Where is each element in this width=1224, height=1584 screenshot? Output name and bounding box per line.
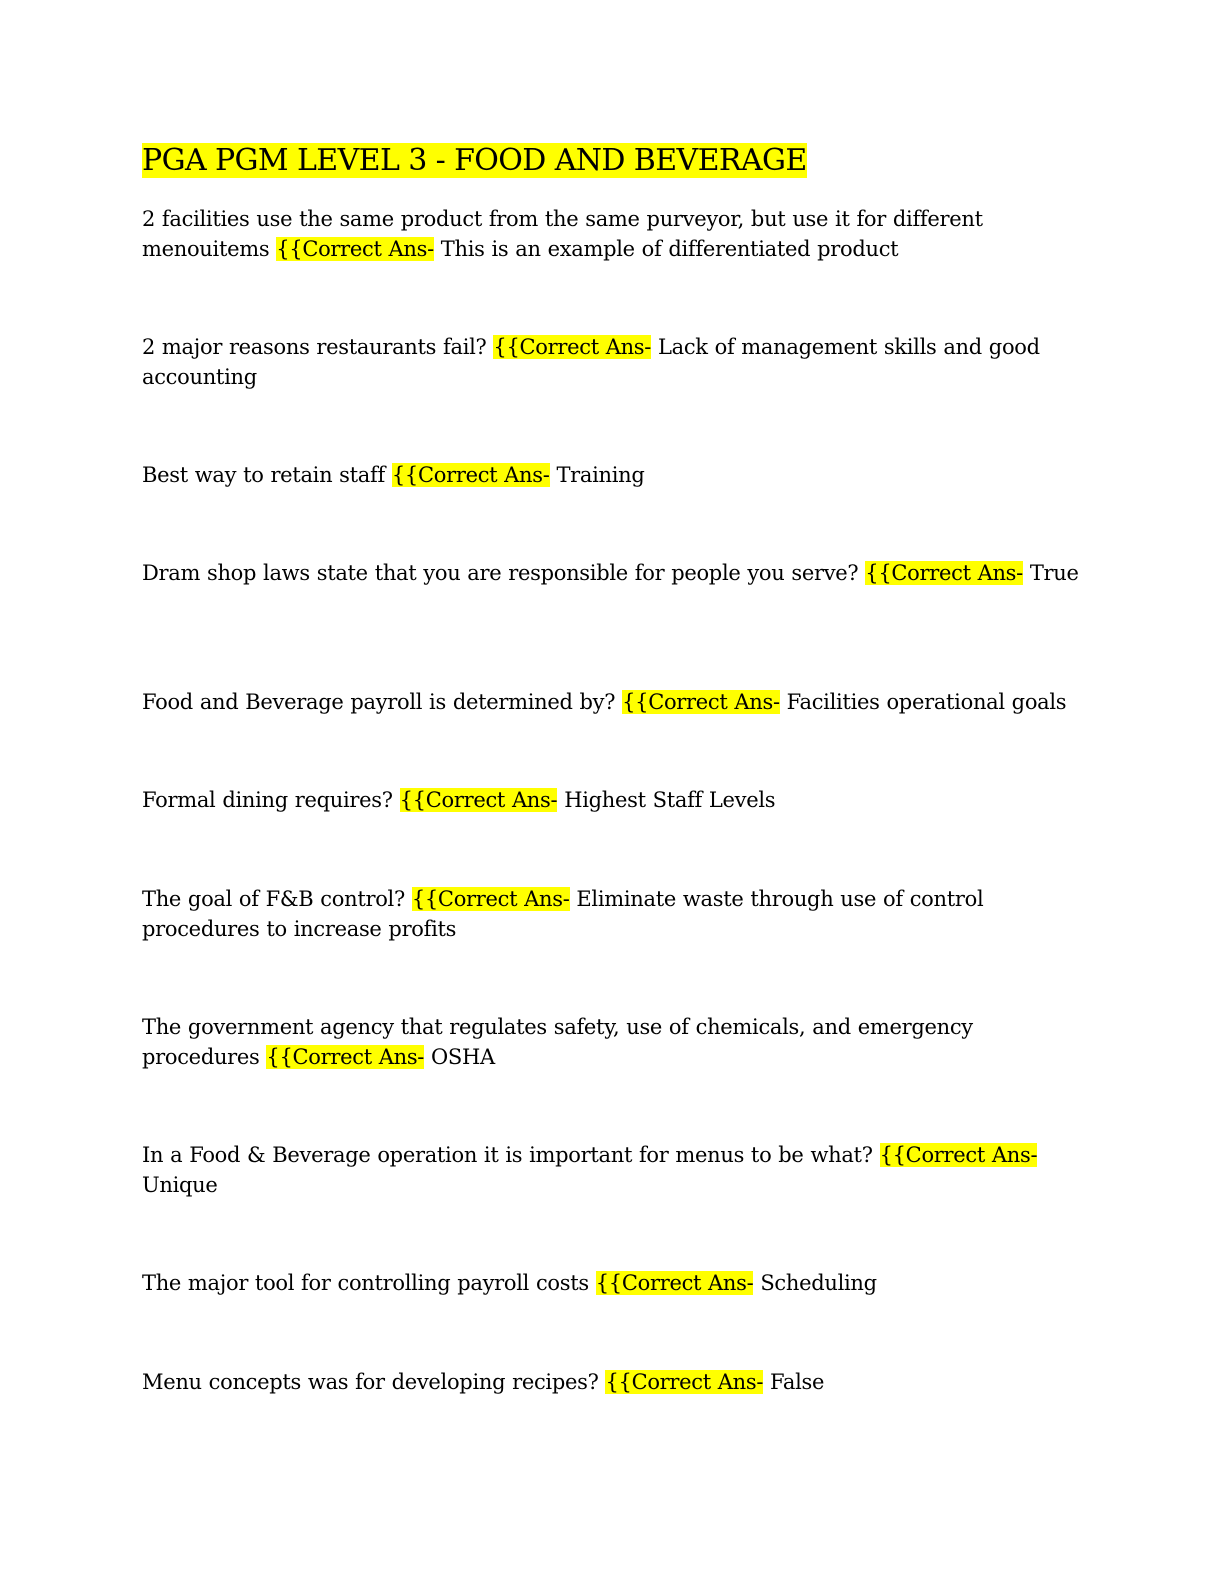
qa-item: Dram shop laws state that you are respon… [142,558,1082,588]
answer-text: Scheduling [760,1271,877,1295]
question-text: Menu concepts was for developing recipes… [142,1370,599,1394]
qa-item: The goal of F&B control? {{Correct Ans- … [142,884,1082,944]
answer-text: False [770,1370,825,1394]
qa-item: 2 major reasons restaurants fail? {{Corr… [142,332,1082,392]
question-text: 2 major reasons restaurants fail? [142,335,487,359]
answer-text: Highest Staff Levels [564,788,776,812]
question-text: Food and Beverage payroll is determined … [142,690,616,714]
qa-item: 2 facilities use the same product from t… [142,204,1082,264]
question-text: In a Food & Beverage operation it is imp… [142,1143,873,1167]
answer-text: This is an example of differentiated pro… [440,237,899,261]
answer-marker: {{Correct Ans- [399,788,558,812]
question-text: The major tool for controlling payroll c… [142,1271,589,1295]
qa-item: In a Food & Beverage operation it is imp… [142,1140,1082,1200]
answer-text: Facilities operational goals [786,690,1067,714]
answer-marker: {{Correct Ans- [276,237,434,261]
qa-item: Best way to retain staff {{Correct Ans- … [142,460,1082,490]
answer-marker: {{Correct Ans- [605,1370,764,1394]
question-text: The goal of F&B control? [142,887,405,911]
answer-text: Eliminate waste through use of control p… [142,887,984,941]
qa-item: The major tool for controlling payroll c… [142,1268,1082,1298]
answer-marker: {{Correct Ans- [266,1045,425,1069]
question-text: Best way to retain staff [142,463,385,487]
qa-item: The government agency that regulates saf… [142,1012,1082,1072]
answer-text: OSHA [431,1045,495,1069]
question-text: The government agency that regulates saf… [142,1015,973,1069]
question-text: 2 facilities use the same product from t… [142,207,983,261]
answer-marker: {{Correct Ans- [411,887,570,911]
question-text: Dram shop laws state that you are respon… [142,561,859,585]
answer-text: Unique [142,1173,218,1197]
answer-marker: {{Correct Ans- [622,690,780,714]
question-text: Formal dining requires? [142,788,393,812]
answer-marker: {{Correct Ans- [391,463,550,487]
qa-item: Food and Beverage payroll is determined … [142,687,1082,717]
answer-marker: {{Correct Ans- [595,1271,754,1295]
answer-marker: {{Correct Ans- [493,335,652,359]
answer-text: Training [556,463,645,487]
qa-item: Menu concepts was for developing recipes… [142,1367,1082,1397]
qa-item: Formal dining requires? {{Correct Ans- H… [142,785,1082,815]
answer-text: True [1029,561,1079,585]
answer-marker: {{Correct Ans- [865,561,1023,585]
answer-marker: {{Correct Ans- [879,1143,1038,1167]
document-title: PGA PGM LEVEL 3 - FOOD AND BEVERAGE [142,142,807,180]
answer-text: Lack of management skills and good accou… [142,335,1040,389]
title-highlight: PGA PGM LEVEL 3 - FOOD AND BEVERAGE [142,143,807,178]
